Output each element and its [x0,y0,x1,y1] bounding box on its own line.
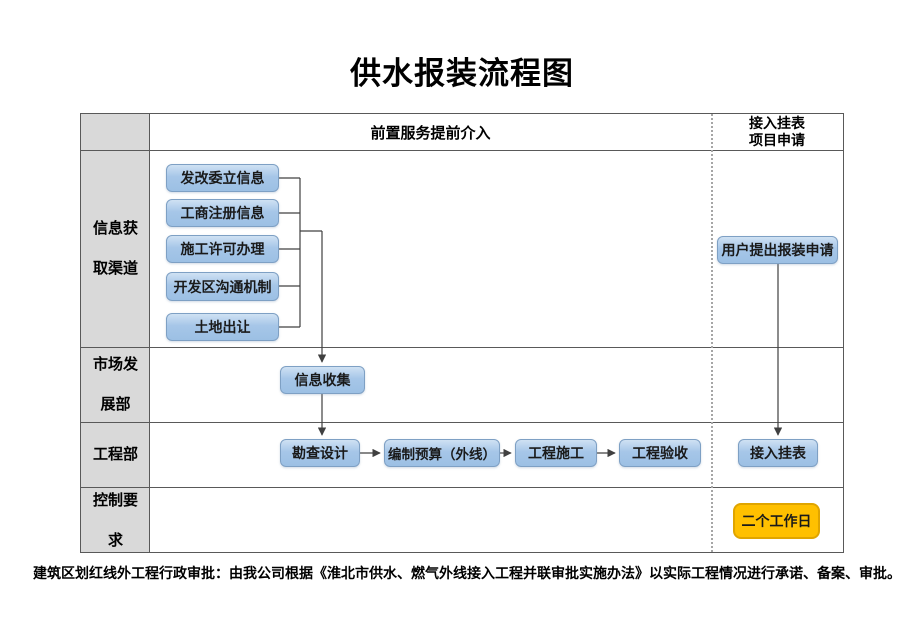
flow-box-survey-design: 勘查设计 [280,439,360,467]
flow-box-budget-preparation: 编制预算（外线） [384,439,500,467]
row-divider-4 [81,487,843,488]
flow-box-land-transfer: 土地出让 [166,313,279,341]
page-title: 供水报装流程图 [350,56,574,91]
flowchart-table: 前置服务提前介入 接入挂表 项目申请 信息获取渠道 市场发展部 工程部 控制要求 [80,113,844,553]
section-dotted-divider [711,114,713,552]
row-label-engineering-dept: 工程部 [92,447,138,463]
row-label-control-requirements: 控制要求 [92,492,138,549]
flow-box-project-construction: 工程施工 [515,439,597,467]
row-label-info-channels: 信息获取渠道 [92,221,138,277]
flow-box-project-acceptance: 工程验收 [619,439,701,467]
header-right-line1: 接入挂表 [749,116,805,132]
flow-box-business-registration: 工商注册信息 [166,199,279,227]
header-right-section: 接入挂表 项目申请 [711,114,843,151]
header-right-line2: 项目申请 [749,133,805,149]
flow-box-meter-connection: 接入挂表 [738,439,818,467]
footnote: 建筑区划红线外工程行政审批：由我公司根据《淮北市供水、燃气外线接入工程并联审批实… [33,567,900,582]
row-label-market-dept: 市场发展部 [92,357,138,413]
row-divider-3 [81,422,843,423]
label-column-background [81,114,150,552]
flow-box-ndrc-info: 发改委立信息 [166,164,279,192]
flow-box-two-working-days: 二个工作日 [733,503,820,539]
flow-box-construction-permit: 施工许可办理 [166,235,279,263]
row-divider-2 [81,347,843,348]
header-left-section: 前置服务提前介入 [370,126,491,142]
row-divider-1 [81,150,843,151]
flow-box-info-collection: 信息收集 [280,366,365,394]
flow-box-user-application: 用户提出报装申请 [717,236,838,264]
flow-box-devzone-communication: 开发区沟通机制 [166,272,279,301]
